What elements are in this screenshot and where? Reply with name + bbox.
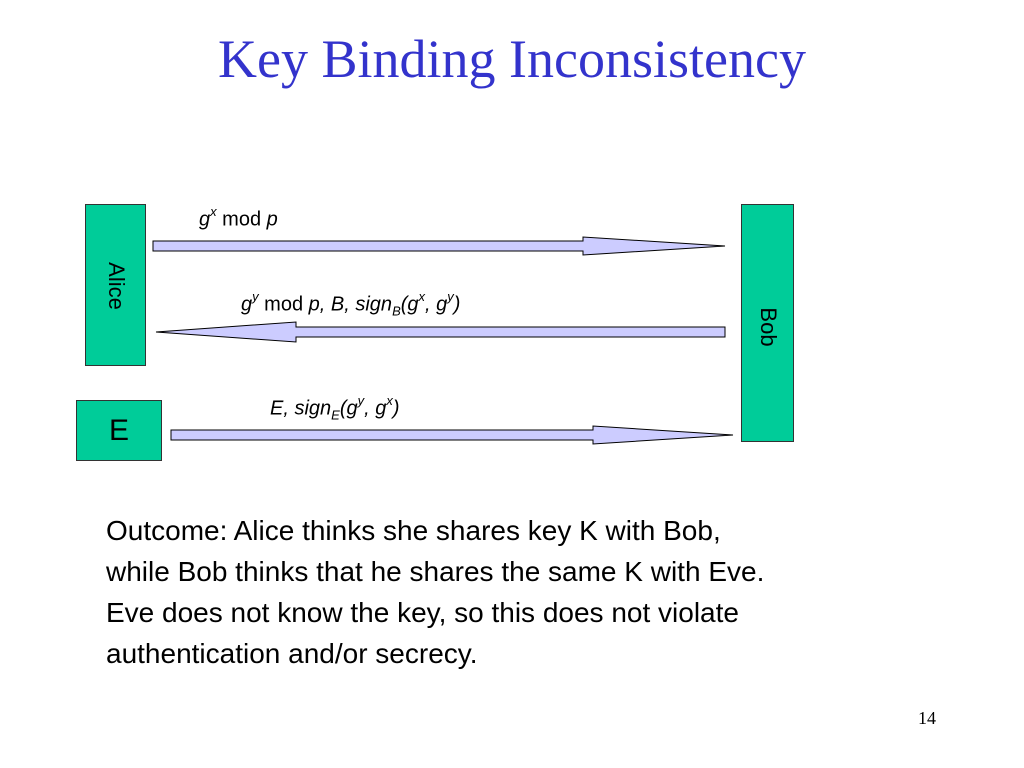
arrow-eve-to-bob <box>170 425 734 445</box>
eve-label: E <box>108 413 129 447</box>
arrow-alice-to-bob <box>152 236 726 256</box>
slide-title: Key Binding Inconsistency <box>218 29 806 89</box>
alice-box: Alice <box>85 204 146 366</box>
outcome-line: Eve does not know the key, so this does … <box>106 597 739 628</box>
bob-box: Bob <box>741 204 794 442</box>
outcome-text: Outcome: Alice thinks she shares key K w… <box>106 510 926 674</box>
eve-box: E <box>76 400 162 461</box>
outcome-line: authentication and/or secrecy. <box>106 638 478 669</box>
page-number: 14 <box>918 708 936 728</box>
message-2-label: gy mod p, B, signB(gx, gy) <box>241 289 461 319</box>
arrow-bob-to-alice <box>155 321 726 343</box>
outcome-line: Outcome: Alice thinks she shares key K w… <box>106 515 721 546</box>
message-1-label: gx mod p <box>199 204 278 231</box>
message-3-label: E, signE(gy, gx) <box>270 393 400 423</box>
outcome-line: while Bob thinks that he shares the same… <box>106 556 765 587</box>
